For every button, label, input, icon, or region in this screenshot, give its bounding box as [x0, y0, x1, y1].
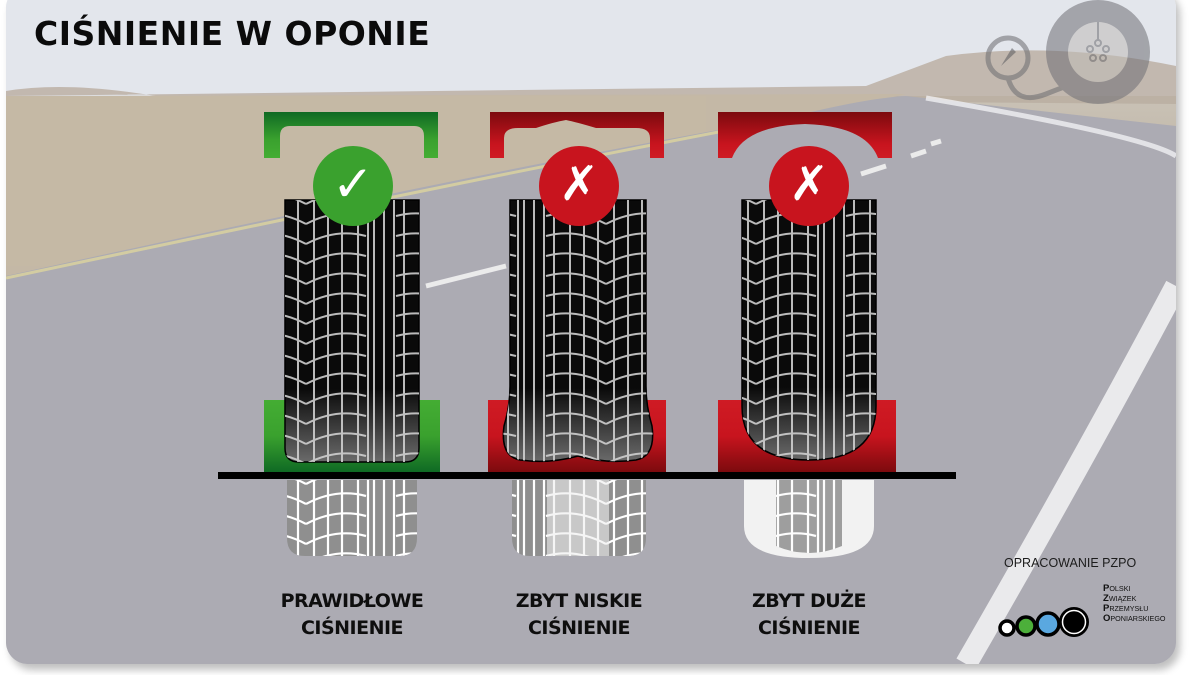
tire-profile-too-high: [718, 112, 892, 158]
check-icon-bg: [313, 146, 393, 226]
credit-text: OPRACOWANIE PZPO: [1004, 556, 1137, 570]
infographic-card: ✓ ✗ ✗ CIŚNIENIE W OPONIE PRAWIDŁOWE CIŚN…: [6, 0, 1176, 664]
road-background: [6, 0, 1176, 664]
footprint-correct: [287, 480, 417, 556]
org-word: PONIARSKIEGO: [1110, 614, 1166, 623]
label-line: ZBYT DUŻE: [751, 590, 867, 612]
panel-too-high: [718, 112, 896, 558]
org-word: OLSKI: [1109, 584, 1131, 593]
org-initial: O: [1103, 613, 1111, 624]
org-initial: Z: [1103, 593, 1109, 604]
label-line: PRAWIDŁOWE: [280, 590, 424, 612]
label-line: CIŚNIENIE: [527, 617, 631, 639]
label-line: CIŚNIENIE: [757, 617, 861, 639]
org-word: WIĄZEK: [1108, 594, 1137, 603]
tire-profile-too-low: [490, 112, 664, 158]
tire-profile-correct: [264, 112, 438, 158]
org-initial: P: [1103, 583, 1110, 594]
org-word: RZEMYSŁU: [1109, 604, 1149, 613]
org-initial: P: [1103, 603, 1110, 614]
label-line: CIŚNIENIE: [300, 617, 404, 639]
check-icon: ✓: [332, 155, 374, 213]
page-title: CIŚNIENIE W OPONIE: [34, 14, 431, 53]
tire-pressure-gauge-icon: [985, 0, 1150, 104]
ground-line: [218, 472, 956, 479]
label-too-high: ZBYT DUŻE CIŚNIENIE: [709, 588, 909, 642]
cross-icon-bg: [539, 146, 619, 226]
cross-icon: ✗: [558, 156, 600, 212]
cross-icon-bg-2: [769, 146, 849, 226]
cross-icon: ✗: [788, 156, 830, 212]
label-too-low: ZBYT NISKIE CIŚNIENIE: [479, 588, 679, 642]
label-line: ZBYT NISKIE: [515, 590, 643, 612]
label-correct: PRAWIDŁOWE CIŚNIENIE: [252, 588, 452, 642]
org-name: POLSKI ZWIĄZEK PRZEMYSŁU OPONIARSKIEGO: [1103, 584, 1166, 624]
panel-too-low: [488, 112, 666, 556]
panel-correct: [264, 112, 440, 556]
pzpo-logo: [998, 607, 1089, 637]
